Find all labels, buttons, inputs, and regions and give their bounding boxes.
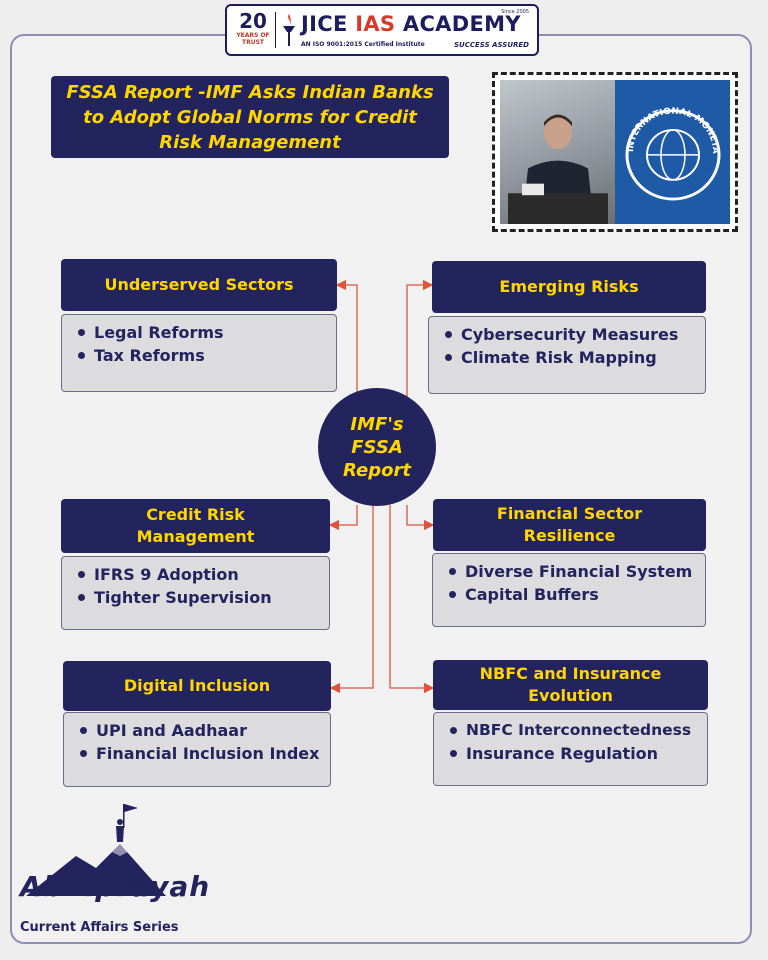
- photo-speaker: [500, 80, 615, 224]
- list-item: Insurance Regulation: [448, 742, 707, 765]
- center-hub: IMF's FSSA Report: [318, 388, 436, 506]
- digital-inclusion-header: Digital Inclusion: [63, 661, 331, 711]
- underserved-sectors-card: Legal Reforms Tax Reforms: [61, 314, 337, 392]
- academy-name-part1: JICE: [301, 12, 356, 36]
- list-item: Tax Reforms: [76, 344, 336, 367]
- brand-wordmark: Abhiprayah: [20, 870, 211, 903]
- list-item: IFRS 9 Adoption: [76, 563, 329, 586]
- brand-subtitle: Current Affairs Series: [20, 920, 179, 935]
- news-photo: INTERNATIONAL MONETARY FUND: [492, 72, 738, 232]
- academy-name: JICE IAS ACADEMY: [301, 12, 521, 36]
- years-badge: 20 YEARS OF TRUST: [233, 10, 273, 46]
- list-item: Climate Risk Mapping: [443, 346, 705, 369]
- list-item: Diverse Financial System: [447, 560, 705, 583]
- list-item: Capital Buffers: [447, 583, 705, 606]
- logo-divider: [275, 12, 276, 48]
- emerging-risks-header: Emerging Risks: [432, 261, 706, 313]
- page-title: FSSA Report -IMF Asks Indian Banks to Ad…: [66, 81, 434, 153]
- list-item: Financial Inclusion Index: [78, 742, 330, 765]
- credit-risk-card: IFRS 9 Adoption Tighter Supervision: [61, 556, 330, 630]
- list-item: NBFC Interconnectedness: [448, 719, 707, 742]
- torch-icon: [283, 14, 295, 46]
- years-number: 20: [239, 9, 267, 33]
- photo-inner: INTERNATIONAL MONETARY FUND: [500, 80, 730, 224]
- emerging-risks-card: Cybersecurity Measures Climate Risk Mapp…: [428, 316, 706, 394]
- list-item: UPI and Aadhaar: [78, 719, 330, 742]
- title-banner: FSSA Report -IMF Asks Indian Banks to Ad…: [51, 76, 449, 158]
- list-item: Legal Reforms: [76, 321, 336, 344]
- digital-inclusion-card: UPI and Aadhaar Financial Inclusion Inde…: [63, 712, 331, 787]
- list-item: Tighter Supervision: [76, 586, 329, 609]
- years-text: YEARS OF TRUST: [236, 32, 270, 46]
- mountain-logo-icon: [26, 804, 166, 896]
- since-text: Since 2005: [501, 9, 529, 15]
- credit-risk-title: Credit Risk Management: [136, 505, 255, 546]
- nbfc-title: NBFC and Insurance Evolution: [479, 664, 662, 705]
- emerging-risks-title: Emerging Risks: [499, 277, 639, 296]
- center-title: IMF's FSSA Report: [343, 413, 411, 481]
- academy-logo: 20 YEARS OF TRUST JICE IAS ACADEMY Since…: [225, 4, 539, 56]
- credit-risk-header: Credit Risk Management: [61, 499, 330, 553]
- underserved-sectors-title: Underserved Sectors: [104, 275, 294, 294]
- tagline: SUCCESS ASSURED: [454, 41, 529, 49]
- list-item: Cybersecurity Measures: [443, 323, 705, 346]
- nbfc-header: NBFC and Insurance Evolution: [433, 660, 708, 710]
- academy-name-part2: IAS: [355, 12, 396, 36]
- iso-text: AN ISO 9001:2015 Certified Institute: [301, 41, 425, 48]
- nbfc-card: NBFC Interconnectedness Insurance Regula…: [433, 712, 708, 786]
- photo-imf-emblem: INTERNATIONAL MONETARY FUND: [611, 80, 730, 224]
- imf-emblem-icon: INTERNATIONAL MONETARY FUND: [611, 80, 721, 201]
- speaker-figure: [508, 114, 608, 224]
- resilience-header: Financial Sector Resilience: [433, 499, 706, 551]
- resilience-title: Financial Sector Resilience: [496, 504, 643, 545]
- academy-name-part3: ACADEMY: [395, 12, 521, 36]
- resilience-card: Diverse Financial System Capital Buffers: [432, 553, 706, 627]
- underserved-sectors-header: Underserved Sectors: [61, 259, 337, 311]
- digital-inclusion-title: Digital Inclusion: [123, 676, 271, 695]
